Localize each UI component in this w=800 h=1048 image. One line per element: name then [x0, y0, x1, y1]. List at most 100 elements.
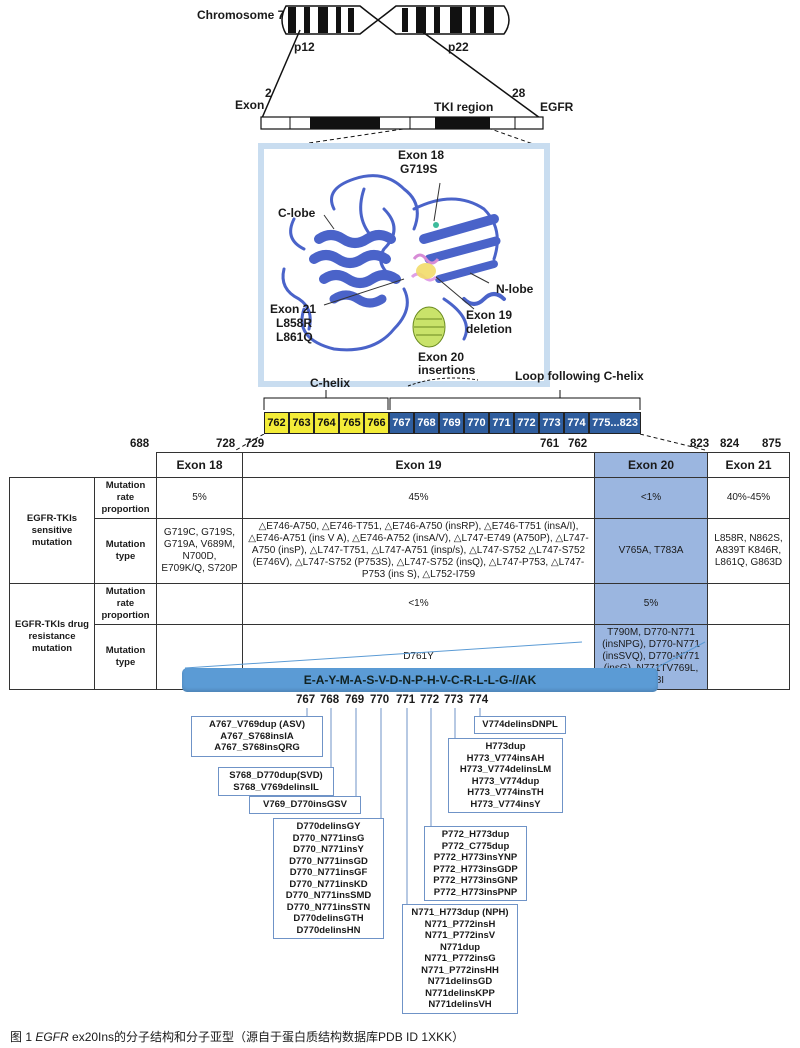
label-c-helix: C-helix [310, 376, 351, 390]
list-item: D770_N771insG [292, 832, 365, 844]
label-l858r: L858R [276, 316, 313, 330]
label-loop-following-c-helix: Loop following C-helix [515, 369, 644, 383]
residue-763: 763 [289, 412, 314, 434]
residue-770: 770 [464, 412, 489, 434]
pos-773: 773 [444, 694, 464, 706]
mutation-box-770: D770delinsGY D770_N771insG D770_N771insY… [273, 818, 384, 939]
band-p22: p22 [448, 40, 469, 54]
residue-765: 765 [339, 412, 364, 434]
row-label-type: Mutation type [94, 518, 157, 584]
list-item: D770_N771insY [293, 844, 364, 855]
list-item: N771_H773dup (NPH) [411, 907, 509, 918]
label-g719s: G719S [400, 162, 438, 176]
cell-sens-rate-exon19: 45% [242, 477, 595, 519]
list-item: D770delinsGY [296, 821, 361, 832]
boundary-729: 729 [245, 438, 265, 450]
cell-res-rate-exon19: <1% [242, 583, 595, 625]
mutation-box-774: V774delinsDNPL [474, 716, 566, 734]
exon-label: Exon [235, 98, 265, 112]
mutation-box-769: V769_D770insGSV [249, 796, 361, 814]
boundary-824: 824 [720, 438, 740, 450]
cell-sens-rate-exon21: 40%-45% [707, 477, 790, 519]
mutation-box-768: S768_D770dup(SVD) S768_V769delinsIL [218, 767, 334, 796]
pos-771: 771 [396, 694, 416, 706]
list-item: N771delinsGD [427, 976, 493, 987]
mutation-box-773: H773dup H773_V774insAH H773_V774delinsLM… [448, 738, 563, 813]
cell-sens-rate-exon20: <1% [594, 477, 708, 519]
list-item: D770_N771insSTN [286, 901, 371, 913]
list-item: N771_P772insG [424, 953, 496, 964]
boundary-688: 688 [130, 438, 150, 450]
cell-sens-type-exon20: V765A, T783A [594, 518, 708, 584]
label-exon20: Exon 20 [418, 350, 465, 364]
list-item: P772_C775dup [441, 840, 510, 852]
pos-769: 769 [345, 694, 365, 706]
list-item: P772_H773insYNP [433, 852, 518, 863]
residue-773: 773 [539, 412, 564, 434]
exon20-brackets [263, 377, 641, 410]
caption-prefix: 图 1 [10, 1030, 36, 1044]
list-item: H773_V774insAH [466, 752, 545, 764]
group-sensitive: EGFR-TKIs sensitive mutation [9, 477, 95, 584]
list-item: N771delinsVH [428, 999, 492, 1010]
residue-771: 771 [489, 412, 514, 434]
list-item: D770_N771insKD [289, 878, 368, 890]
header-exon20: Exon 20 [594, 452, 708, 478]
list-item: N771delinsKPP [425, 987, 495, 999]
table-row: Mutation type G719C, G719S, G719A, V689M… [10, 518, 790, 584]
residue-772: 772 [514, 412, 539, 434]
label-n-lobe: N-lobe [496, 282, 534, 296]
list-item: H773dup [485, 741, 526, 752]
pos-768: 768 [320, 694, 340, 706]
list-item: S768_D770dup(SVD) [229, 770, 323, 781]
sequence-connectors [184, 641, 706, 669]
list-item: H773_V774dup [471, 775, 540, 787]
cell-sens-type-exon18: G719C, G719S, G719A, V689M, N700D, E709K… [156, 518, 243, 584]
box-connectors [306, 708, 481, 904]
list-item: V774delinsDNPL [482, 719, 558, 730]
mutation-box-771: N771_H773dup (NPH) N771_P772insH N771_P7… [402, 904, 518, 1014]
gene-name: EGFR [540, 100, 574, 114]
chromosome-7-icon [281, 5, 510, 35]
cell-res-rate-exon18 [156, 583, 243, 625]
pos-772: 772 [420, 694, 440, 706]
label-c-lobe: C-lobe [278, 206, 316, 220]
chromosome-title: Chromosome 7 [197, 8, 285, 22]
list-item: P772_H773insGDP [433, 863, 518, 875]
row-label-type: Mutation type [94, 624, 157, 690]
cell-sens-type-exon19: △E746-A750, △E746-T751, △E746-A750 (insR… [242, 518, 595, 584]
list-item: P772_H773insPNP [433, 886, 518, 898]
exon-end: 28 [512, 86, 526, 100]
cell-res-type-exon21 [707, 624, 790, 690]
pos-767: 767 [296, 694, 316, 706]
label-insertions: insertions [418, 363, 476, 377]
list-item: A767_S768insIA [220, 730, 294, 742]
table-header-row: Exon 18 Exon 19 Exon 20 Exon 21 [9, 452, 790, 478]
residue-767: 767 [389, 412, 414, 434]
list-item: H773_V774insY [470, 798, 541, 810]
list-item: H773_V774insTH [467, 787, 544, 798]
list-item: A767_S768insQRG [214, 742, 300, 753]
list-item: D770_N771insGF [289, 867, 368, 878]
list-item: D770delinsHN [296, 924, 361, 936]
pos-774: 774 [469, 694, 489, 706]
caption-text: ex20Ins的分子结构和分子亚型（源自于蛋白质结构数据库PDB ID 1XKK… [68, 1030, 465, 1044]
residue-762: 762 [264, 412, 289, 434]
label-exon18: Exon 18 [398, 148, 445, 162]
zoom-lines [261, 29, 541, 145]
exon20-dashed-connectors [235, 434, 706, 451]
label-l861q: L861Q [276, 330, 313, 344]
residue-766: 766 [364, 412, 389, 434]
mutation-table: Exon 18 Exon 19 Exon 20 Exon 21 EGFR-TKI… [9, 452, 790, 690]
list-item: N771dup [439, 941, 481, 953]
list-item: A767_V769dup (ASV) [208, 719, 306, 730]
group-resistance: EGFR-TKIs drug resistance mutation [9, 583, 95, 690]
tki-region-label: TKI region [434, 100, 494, 114]
cell-sens-rate-exon18: 5% [156, 477, 243, 519]
caption-gene: EGFR [35, 1030, 69, 1044]
residue-774: 774 [564, 412, 589, 434]
figure-caption: 图 1 EGFR ex20Ins的分子结构和分子亚型（源自于蛋白质结构数据库PD… [10, 1028, 464, 1045]
list-item: P772_H773dup [441, 829, 510, 840]
egfr-gene-bar [260, 116, 544, 130]
cell-res-rate-exon21 [707, 583, 790, 625]
